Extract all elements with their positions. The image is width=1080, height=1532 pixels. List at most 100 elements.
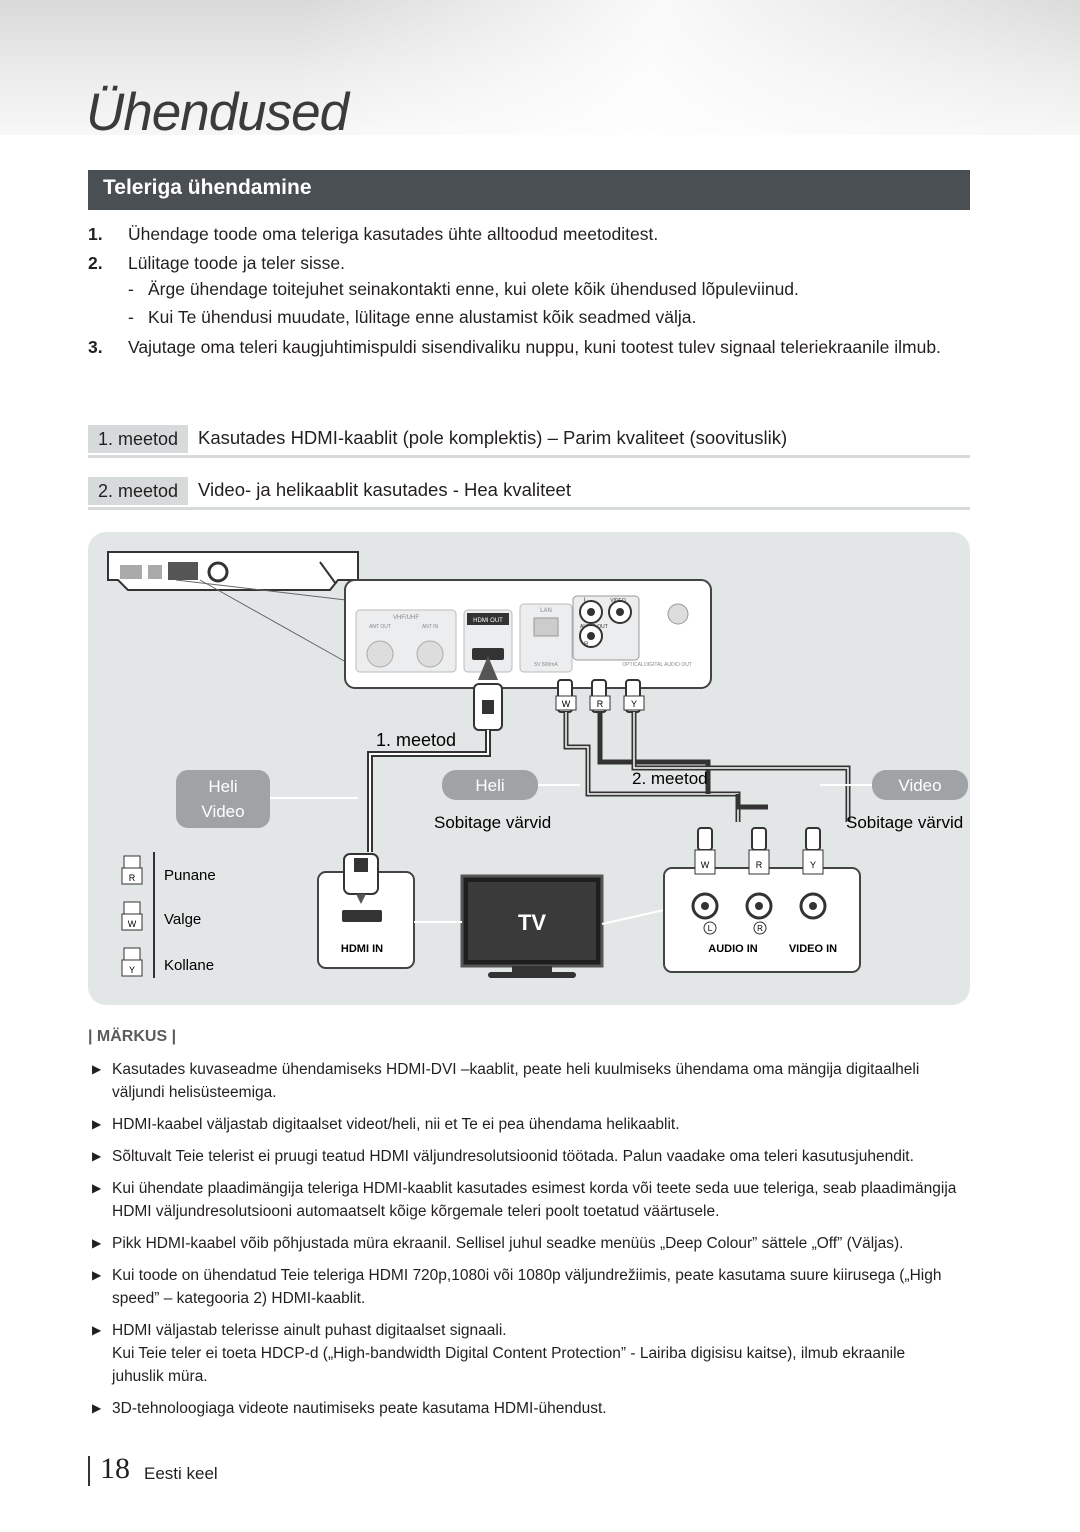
- note-text: Pikk HDMI-kaabel võib põhjustada müra ek…: [112, 1235, 904, 1252]
- legend-pill-left: Heli Video: [176, 770, 358, 828]
- chapter-title: Ühendused: [86, 83, 349, 142]
- step-item: 1. Ühendage toode oma teleriga kasutades…: [88, 222, 968, 246]
- heli-pill: Heli: [442, 770, 580, 800]
- ant-in-label: ANT IN: [422, 624, 439, 630]
- bullet-icon: ▶: [92, 1062, 102, 1076]
- method-2: 2. meetod Video- ja helikaablit kasutade…: [88, 477, 970, 510]
- note-text: HDMI väljastab telerisse ainult puhast d…: [112, 1322, 507, 1339]
- plug-w-bottom: W: [701, 860, 710, 870]
- plug-r-bottom: R: [756, 860, 763, 870]
- step-item: 3. Vajutage oma teleri kaugjuhtimispuldi…: [88, 335, 968, 359]
- bullet-icon: ▶: [92, 1323, 102, 1337]
- tv-hdmi-in-panel: HDMI IN: [317, 853, 415, 969]
- legend-letter: Y: [129, 965, 135, 975]
- tv-av-in-panel: W R Y L R AUDIO IN VIDEO IN: [663, 827, 861, 973]
- hdmi-in-label: HDMI IN: [341, 943, 383, 955]
- note-item: ▶ 3D-tehnoloogiaga videote nautimiseks pe…: [90, 1397, 960, 1420]
- tv-label: TV: [518, 910, 546, 935]
- note-item: ▶ Kui toode on ühendatud Teie teleriga HD…: [90, 1264, 960, 1310]
- method1-label: 1. meetod: [376, 730, 456, 750]
- connection-diagram: VHF/UHF ANT OUT ANT IN HDMI OUT LAN 5V 5…: [88, 532, 970, 1005]
- legend-label: Valge: [164, 911, 201, 928]
- notes-title: | MÄRKUS |: [88, 1028, 177, 1045]
- method-1: 1. meetod Kasutades HDMI-kaablit (pole k…: [88, 425, 970, 458]
- audio-in-label: AUDIO IN: [708, 943, 758, 955]
- footer-divider: [88, 1456, 90, 1486]
- color-hint-left: Sobitage värvid: [434, 813, 551, 832]
- step-number: 1.: [88, 224, 103, 244]
- lan-label: LAN: [540, 608, 552, 614]
- rca-cable-top: W R Y: [555, 679, 851, 822]
- hdmi-cable-top: [367, 656, 503, 852]
- pill-heli-left: Heli: [208, 777, 237, 796]
- section-title: Teleriga ühendamine: [103, 176, 312, 199]
- jack-r-label: R: [757, 924, 763, 933]
- note-text: Kui ühendate plaadimängija teleriga HDMI…: [112, 1180, 957, 1220]
- step-item: 2. Lülitage toode ja teler sisse.: [88, 251, 968, 275]
- video-pill: Video: [820, 770, 968, 800]
- bullet-icon: ▶: [92, 1117, 102, 1131]
- ant-out-label: ANT OUT: [369, 624, 391, 630]
- note-extra-text: Kui Teie teler ei toeta HDCP-d („High-ba…: [112, 1345, 906, 1385]
- jack-l-label: L: [708, 924, 713, 933]
- jack-l-small: L: [584, 598, 588, 604]
- note-item: ▶ HDMI-kaabel väljastab digitaalset video…: [90, 1113, 960, 1136]
- hdmi-out-label: HDMI OUT: [473, 618, 503, 624]
- note-item: ▶ Kui ühendate plaadimängija teleriga HDM…: [90, 1177, 960, 1223]
- note-text: Kui toode on ühendatud Teie teleriga HDM…: [112, 1267, 942, 1307]
- notes-list: ▶ Kasutades kuvaseadme ühendamiseks HDMI-…: [90, 1058, 960, 1429]
- legend-letter: R: [129, 873, 136, 883]
- pill-video-left: Video: [201, 802, 244, 821]
- sub-item-text: Kui Te ühendusi muudate, lülitage enne a…: [148, 307, 697, 327]
- note-text: HDMI-kaabel väljastab digitaalset videot…: [112, 1116, 680, 1133]
- optical-label: OPTICAL: [622, 662, 644, 668]
- sub-item: - Ärge ühendage toitejuhet seinakontakti…: [128, 279, 799, 299]
- step-text: Ühendage toode oma teleriga kasutades üh…: [128, 224, 659, 244]
- legend-label: Punane: [164, 867, 216, 884]
- note-text: Kasutades kuvaseadme ühendamiseks HDMI-D…: [112, 1061, 920, 1101]
- vhf-uhf-label: VHF/UHF: [393, 615, 419, 621]
- player-panel-zoom: VHF/UHF ANT OUT ANT IN HDMI OUT LAN 5V 5…: [344, 579, 712, 689]
- jack-r-small: R: [584, 642, 589, 648]
- note-item: ▶ Sõltuvalt Teie telerist ei pruugi teatu…: [90, 1145, 960, 1168]
- note-text: 3D-tehnoloogiaga videote nautimiseks pea…: [112, 1400, 607, 1417]
- note-item: ▶ Kasutades kuvaseadme ühendamiseks HDMI-…: [90, 1058, 960, 1104]
- note-item: ▶ HDMI väljastab telerisse ainult puhast …: [90, 1319, 960, 1388]
- plug-r-top: R: [597, 699, 604, 709]
- five-v-label: 5V 500mA: [534, 662, 558, 668]
- step-number: 3.: [88, 337, 103, 357]
- bullet-icon: ▶: [92, 1268, 102, 1282]
- method-text: Kasutades HDMI-kaablit (pole komplektis)…: [198, 427, 788, 448]
- note-text: Sõltuvalt Teie telerist ei pruugi teatud…: [112, 1148, 914, 1165]
- bullet-icon: ▶: [92, 1401, 102, 1415]
- footer-language: Eesti keel: [144, 1464, 218, 1483]
- tv-illustration: TV: [414, 874, 665, 978]
- color-legend: R Punane W Valge Y Kollane: [121, 852, 216, 978]
- digital-audio-out-label: DIGITAL AUDIO OUT: [644, 662, 692, 668]
- sub-item-text: Ärge ühendage toitejuhet seinakontakti e…: [148, 279, 799, 299]
- method-tag: 2. meetod: [88, 477, 188, 505]
- plug-y-top: Y: [631, 699, 637, 709]
- pill-video-right: Video: [898, 776, 941, 795]
- color-hint-right: Sobitage värvid: [846, 813, 963, 832]
- pill-heli-center: Heli: [475, 776, 504, 795]
- step-text: Lülitage toode ja teler sisse.: [128, 253, 345, 273]
- sub-item: - Kui Te ühendusi muudate, lülitage enne…: [128, 307, 697, 327]
- page-number: 18: [100, 1452, 130, 1485]
- legend-letter: W: [128, 919, 137, 929]
- legend-label: Kollane: [164, 957, 214, 974]
- steps-list: 1. Ühendage toode oma teleriga kasutades…: [88, 222, 968, 364]
- bullet-icon: ▶: [92, 1149, 102, 1163]
- method2-label: 2. meetod: [632, 769, 708, 788]
- section-header: Teleriga ühendamine: [88, 170, 970, 210]
- video-in-label: VIDEO IN: [789, 943, 837, 955]
- player-rear-panel: [107, 551, 359, 663]
- note-item: ▶ Pikk HDMI-kaabel võib põhjustada müra e…: [90, 1232, 960, 1255]
- connection-diagram-svg: VHF/UHF ANT OUT ANT IN HDMI OUT LAN 5V 5…: [107, 551, 968, 978]
- bullet-icon: ▶: [92, 1181, 102, 1195]
- plug-y-bottom: Y: [810, 860, 816, 870]
- step-number: 2.: [88, 253, 103, 273]
- bullet-icon: ▶: [92, 1236, 102, 1250]
- header-sheen: [300, 0, 1080, 135]
- method-text: Video- ja helikaablit kasutades - Hea kv…: [198, 479, 571, 500]
